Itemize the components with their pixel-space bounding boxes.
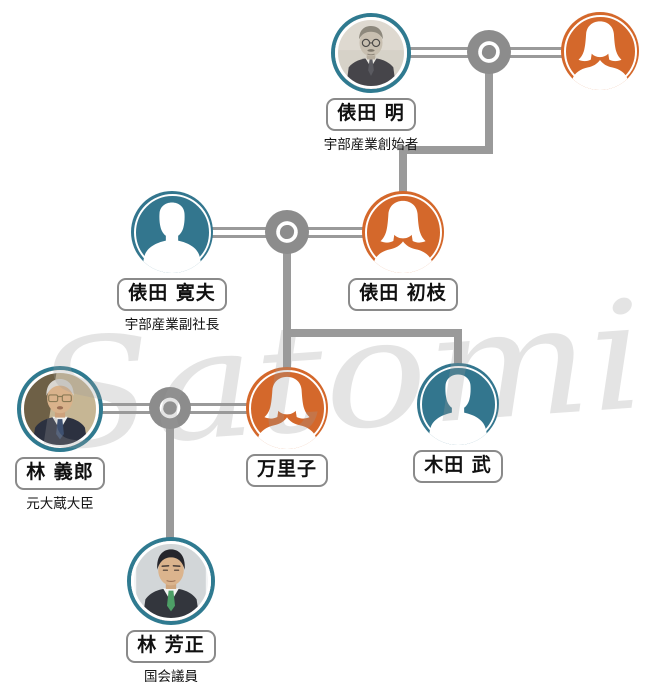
- subtitle-hayashi-yoshiro: 元大蔵大臣: [26, 495, 94, 512]
- female-silhouette-icon: [570, 21, 630, 90]
- male-silhouette-icon: [428, 374, 488, 445]
- subtitle-tawarada-hiroo: 宇部産業副社長: [124, 316, 220, 333]
- name-label-hayashi-yoshimasa: 林 芳正: [126, 630, 216, 663]
- person-tawarada-akira: 俵田 明 宇部産業創始者: [291, 13, 451, 153]
- name-label-hayashi-yoshiro: 林 義郎: [15, 457, 105, 490]
- portrait-hayashi-yoshimasa: [131, 541, 211, 621]
- connector-akira-descent-vertical: [485, 70, 493, 154]
- female-silhouette-icon: [372, 200, 434, 273]
- female-silhouette-icon: [256, 376, 318, 449]
- marriage-node-yoshiro: [149, 387, 191, 429]
- name-label-kida-takeshi: 木田 武: [413, 450, 503, 483]
- marriage-line-akira-left: [408, 47, 469, 58]
- person-hayashi-yoshimasa: 林 芳正 国会議員: [91, 537, 251, 682]
- person-akira-spouse: [520, 12, 665, 90]
- avatar-hayashi-yoshiro: [17, 366, 103, 452]
- connector-drop-to-yoshimasa: [166, 425, 174, 541]
- marriage-line-akira-right: [509, 47, 564, 58]
- person-hayashi-yoshiro: 林 義郎 元大蔵大臣: [0, 366, 140, 512]
- marriage-swirl-icon: [265, 210, 309, 254]
- subtitle-hayashi-yoshimasa: 国会議員: [144, 668, 198, 682]
- name-label-tawarada-hiroo: 俵田 寛夫: [117, 278, 227, 311]
- marriage-line-hiroo-left: [210, 227, 267, 238]
- marriage-line-yoshiro-right: [189, 403, 250, 414]
- avatar-hayashi-yoshimasa: [127, 537, 215, 625]
- connector-drop-to-mariko: [283, 334, 291, 372]
- name-label-tawarada-akira: 俵田 明: [326, 98, 416, 131]
- marriage-line-yoshiro-left: [100, 403, 151, 414]
- avatar-tawarada-akira: [331, 13, 411, 93]
- avatar-akira-spouse: [561, 12, 639, 90]
- name-label-mariko: 万里子: [245, 454, 328, 487]
- person-mariko: 万里子: [207, 367, 367, 487]
- connector-hiroo-descent-vertical: [283, 250, 291, 337]
- marriage-line-hiroo-right: [308, 227, 364, 238]
- connector-drop-to-kida: [454, 334, 462, 368]
- name-label-tawarada-hatsue: 俵田 初枝: [348, 278, 458, 311]
- portrait-hayashi-yoshiro: [21, 370, 99, 448]
- marriage-node-hiroo: [265, 210, 309, 254]
- marriage-swirl-icon: [467, 30, 511, 74]
- person-tawarada-hiroo: 俵田 寛夫 宇部産業副社長: [92, 191, 252, 333]
- marriage-swirl-icon: [149, 387, 191, 429]
- connector-children-horizontal: [283, 329, 462, 337]
- connector-akira-descent-to-hatsue: [399, 150, 407, 196]
- portrait-tawarada-akira: [335, 17, 407, 89]
- person-tawarada-hatsue: 俵田 初枝: [323, 191, 483, 311]
- person-kida-takeshi: 木田 武: [378, 363, 538, 483]
- male-silhouette-icon: [142, 202, 202, 273]
- avatar-mariko: [246, 367, 328, 449]
- avatar-tawarada-hiroo: [131, 191, 213, 273]
- avatar-tawarada-hatsue: [362, 191, 444, 273]
- avatar-kida-takeshi: [417, 363, 499, 445]
- subtitle-tawarada-akira: 宇部産業創始者: [323, 136, 419, 153]
- marriage-node-akira: [467, 30, 511, 74]
- connector-akira-descent-elbow: [399, 146, 493, 154]
